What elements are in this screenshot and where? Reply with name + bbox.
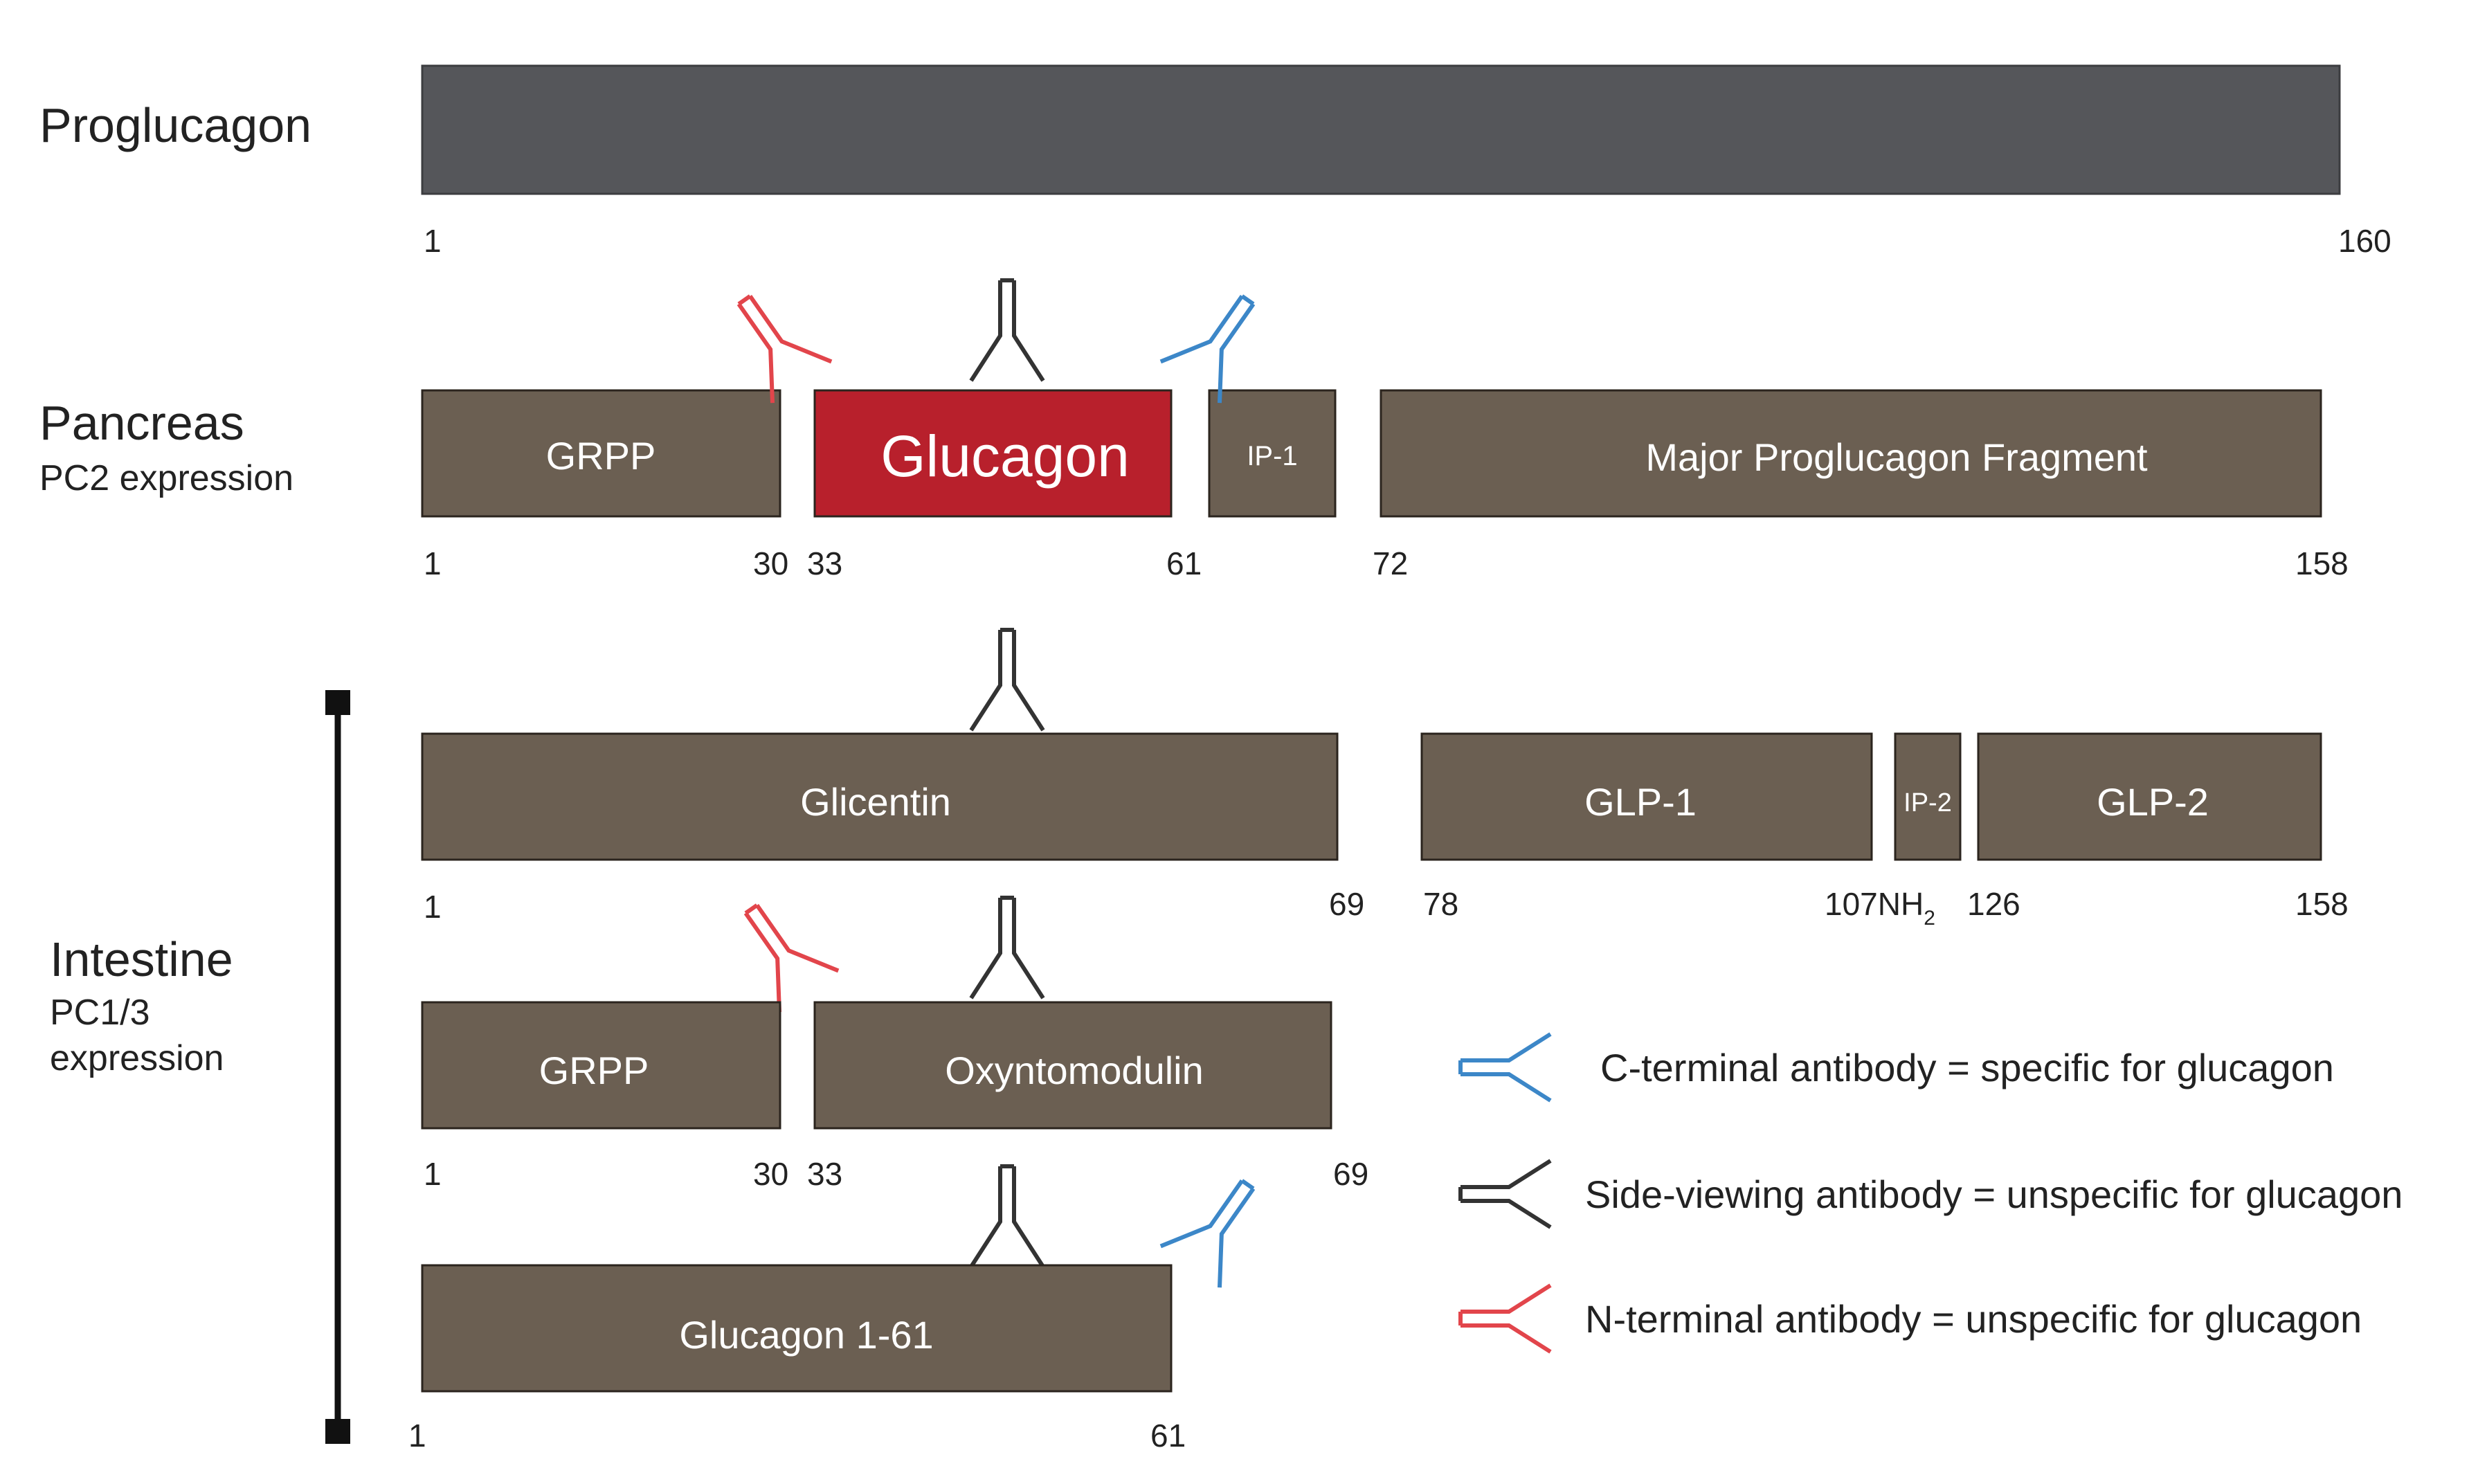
- intestine-a-number-78: 78: [1423, 886, 1458, 922]
- proglucagon-title: Proglucagon: [39, 98, 311, 152]
- number-107-subscript: 2: [1924, 907, 1935, 930]
- legend-item-side-viewing: Side-viewing antibody = unspecific for g…: [1458, 1159, 2403, 1229]
- blue-antibody-icon: [1161, 280, 1277, 403]
- segment-ip2: [1894, 732, 1962, 861]
- legend: C-terminal antibody = specific for gluca…: [1458, 1032, 2403, 1354]
- number-107-base: 107NH: [1825, 886, 1924, 922]
- intestine-subtitle-line1: PC1/3: [50, 993, 150, 1033]
- intestine-row-c-segments: Glucagon 1-61: [421, 1264, 1173, 1393]
- intestine-b-number-30: 30: [753, 1156, 788, 1192]
- segment-grpp: [421, 389, 781, 518]
- intestine-bracket: [325, 690, 350, 1444]
- segment-glucagon-1-61: [421, 1264, 1173, 1393]
- intestine-title: Intestine: [50, 932, 233, 986]
- segment-glp2-label: GLP-2: [2097, 780, 2209, 824]
- segment-glp2: [1977, 732, 2322, 861]
- intestine-b-number-1: 1: [424, 1156, 442, 1192]
- segment-grpp-label: GRPP: [546, 434, 656, 478]
- segment-glucagon-1-61-label: Glucagon 1-61: [679, 1313, 933, 1357]
- segment-glucagon: [813, 389, 1173, 518]
- intestine-a-number-107: 107NH2: [1825, 886, 1935, 930]
- segment-oxyntomodulin-label: Oxyntomodulin: [945, 1049, 1204, 1092]
- proglucagon-bar: [421, 64, 2341, 195]
- pancreas-number-158: 158: [2295, 545, 2349, 581]
- intestine-b-number-69: 69: [1333, 1156, 1368, 1192]
- pancreas-number-61: 61: [1166, 545, 1202, 581]
- segment-major-proglucagon-fragment: [1380, 389, 2322, 518]
- legend-side-viewing-text: Side-viewing antibody = unspecific for g…: [1585, 1173, 2403, 1216]
- proglucagon-end-number: 160: [2338, 223, 2391, 259]
- legend-c-terminal-text: C-terminal antibody = specific for gluca…: [1600, 1046, 2334, 1089]
- pancreas-subtitle: PC2 expression: [39, 458, 293, 498]
- segment-grpp: [421, 1001, 781, 1130]
- pancreas-title: Pancreas: [39, 396, 244, 450]
- pancreas-segments: GRPP Glucagon IP-1 Major Proglucagon Fra…: [421, 389, 2322, 518]
- segment-ip2-label: IP-2: [1903, 788, 1952, 817]
- legend-item-n-terminal: N-terminal antibody = unspecific for glu…: [1458, 1283, 2362, 1354]
- segment-glicentin: [421, 732, 1339, 861]
- segment-glicentin-label: Glicentin: [800, 780, 951, 824]
- segment-grpp-label: GRPP: [539, 1049, 649, 1092]
- intestine-c-number-61: 61: [1150, 1418, 1186, 1454]
- intestine-c-number-1: 1: [408, 1418, 426, 1454]
- black-antibody-icon: [971, 898, 1043, 998]
- black-antibody-icon: [1458, 1159, 1552, 1229]
- intestine-subtitle-line2: expression: [50, 1038, 224, 1078]
- segment-glucagon-label: Glucagon: [880, 424, 1130, 489]
- proglucagon-start-number: 1: [424, 223, 442, 259]
- segment-glp1-label: GLP-1: [1584, 780, 1697, 824]
- intestine-row-a-segments: Glicentin GLP-1 IP-2 GLP-2: [421, 732, 2322, 861]
- segment-oxyntomodulin: [813, 1001, 1332, 1130]
- black-antibody-icon: [971, 1166, 1043, 1267]
- black-antibody-icon: [971, 630, 1043, 730]
- segment-ip1-label: IP-1: [1247, 441, 1297, 471]
- segment-mpgf-label: Major Proglucagon Fragment: [1645, 435, 2148, 479]
- pancreas-number-1: 1: [424, 545, 442, 581]
- blue-antibody-icon: [1161, 1164, 1277, 1287]
- segment-ip1: [1208, 389, 1337, 518]
- black-antibody-icon: [971, 280, 1043, 381]
- legend-item-c-terminal: C-terminal antibody = specific for gluca…: [1458, 1032, 2334, 1103]
- pancreas-number-30: 30: [753, 545, 788, 581]
- red-antibody-icon: [1458, 1283, 1552, 1354]
- red-antibody-icon: [722, 889, 838, 1012]
- red-antibody-icon: [715, 280, 831, 403]
- intestine-a-number-158: 158: [2295, 886, 2349, 922]
- segment-glp1: [1420, 732, 1873, 861]
- legend-n-terminal-text: N-terminal antibody = unspecific for glu…: [1585, 1297, 2362, 1341]
- intestine-a-number-126: 126: [1967, 886, 2020, 922]
- intestine-a-number-69: 69: [1329, 886, 1364, 922]
- intestine-row-b-segments: GRPP Oxyntomodulin: [421, 1001, 1332, 1130]
- pancreas-number-33: 33: [807, 545, 842, 581]
- intestine-a-number-1: 1: [424, 889, 442, 925]
- intestine-b-number-33: 33: [807, 1156, 842, 1192]
- blue-antibody-icon: [1458, 1032, 1552, 1103]
- pancreas-number-72: 72: [1373, 545, 1408, 581]
